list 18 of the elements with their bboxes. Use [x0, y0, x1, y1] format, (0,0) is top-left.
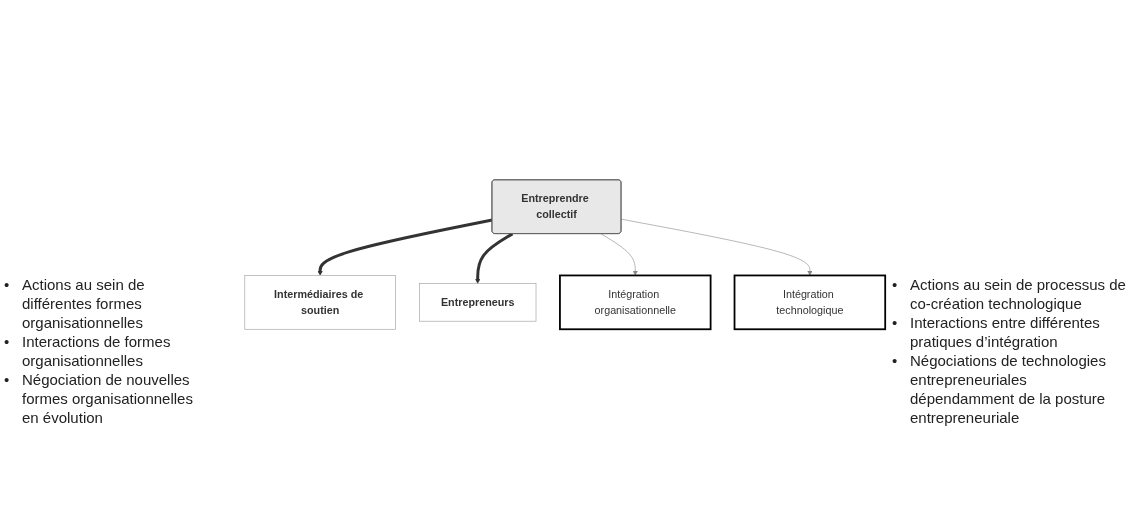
bullet-text: Négociation de nouvelles formes organisationnelles en évolution — [22, 370, 194, 427]
bullet-text: Actions au sein de processus de co-création technologique — [910, 275, 1127, 313]
bullet-text: Interactions entre différentes pratiques d’intégration — [910, 313, 1101, 351]
node-box: Intermédiaires de soutien — [244, 275, 396, 331]
arrow — [475, 233, 514, 285]
bullet-marker: • — [892, 275, 899, 295]
bullet-text: Interactions de formes organisationnelles — [22, 332, 172, 370]
node-box: Entrepreneurs — [419, 283, 537, 322]
node-box: Intégration organisationnelle — [559, 275, 712, 331]
bullet-marker: • — [4, 275, 11, 295]
bullet-text: Négociations de technologies entrepreneuriales dépendamment de la posture entrepreneuriale — [910, 351, 1107, 427]
bullet-marker: • — [892, 351, 899, 371]
node-box: Intégration technologique — [733, 275, 887, 331]
bullet-marker: • — [4, 332, 11, 352]
bullet-marker: • — [4, 370, 11, 390]
bullet-text: Actions au sein de différentes formes organisationnelles — [22, 275, 146, 332]
bullet-marker: • — [892, 313, 899, 333]
arrow — [317, 219, 493, 277]
